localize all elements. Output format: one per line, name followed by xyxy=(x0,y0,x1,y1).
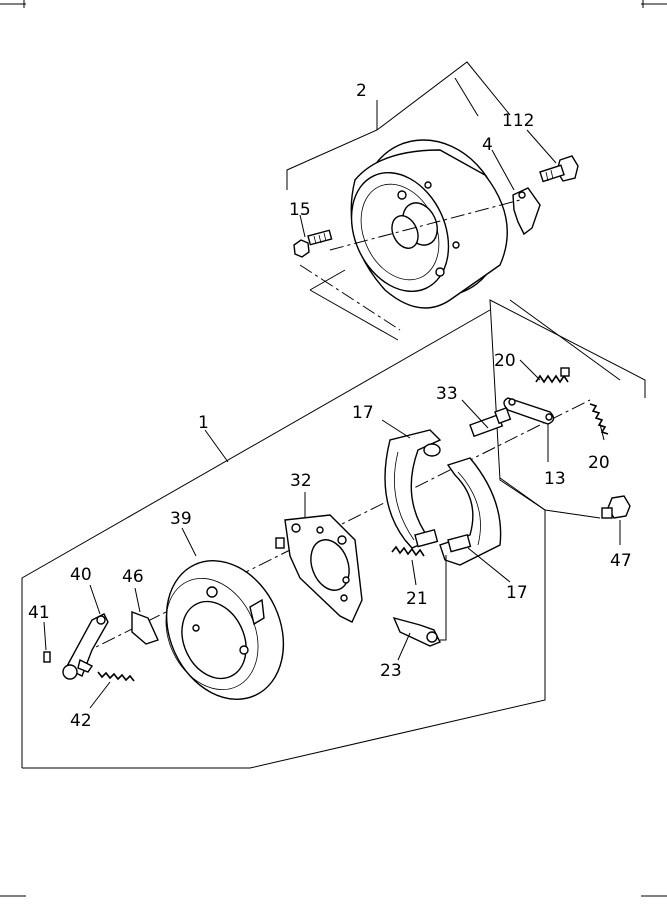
callout-32: 32 xyxy=(290,471,312,491)
bolt-15 xyxy=(293,229,333,258)
callout-33: 33 xyxy=(436,384,458,404)
brake-drum xyxy=(350,139,508,309)
callout-17-upper: 17 xyxy=(352,403,374,423)
callout-17-lower: 17 xyxy=(506,583,528,603)
spring-20-upper xyxy=(535,367,570,384)
link-13 xyxy=(503,397,555,425)
spring-21 xyxy=(391,545,425,557)
lower-assembly-frame xyxy=(21,299,646,769)
spring-20-right xyxy=(589,403,609,435)
callout-46: 46 xyxy=(122,567,144,587)
callout-41: 41 xyxy=(28,603,50,623)
callout-47: 47 xyxy=(610,551,632,571)
nut-47 xyxy=(601,495,631,519)
backing-plate-39 xyxy=(165,560,285,700)
callout-40: 40 xyxy=(70,565,92,585)
bolt-112 xyxy=(539,155,579,183)
brake-shoe-upper xyxy=(384,429,442,549)
callout-21: 21 xyxy=(406,589,428,609)
callout-112: 112 xyxy=(502,111,534,131)
callout-4: 4 xyxy=(482,135,493,155)
lever-40 xyxy=(62,613,109,680)
anchor-plate-32 xyxy=(275,514,363,623)
callout-20-upper: 20 xyxy=(494,351,516,371)
callout-1: 1 xyxy=(198,413,209,433)
pin-41 xyxy=(43,651,51,663)
strut-23 xyxy=(392,616,441,647)
callout-2: 2 xyxy=(356,81,367,101)
callout-13: 13 xyxy=(544,469,566,489)
callout-39: 39 xyxy=(170,509,192,529)
callout-leaders xyxy=(43,129,621,709)
plate-46 xyxy=(131,610,159,645)
callout-15: 15 xyxy=(289,200,311,220)
brake-shoe-lower xyxy=(439,457,502,566)
adjuster-33 xyxy=(469,406,512,438)
callout-20-right: 20 xyxy=(588,453,610,473)
plate-4 xyxy=(512,187,541,236)
callout-42: 42 xyxy=(70,711,92,731)
upper-leader-lines xyxy=(286,61,511,341)
spring-42 xyxy=(97,671,135,682)
callout-23: 23 xyxy=(380,661,402,681)
